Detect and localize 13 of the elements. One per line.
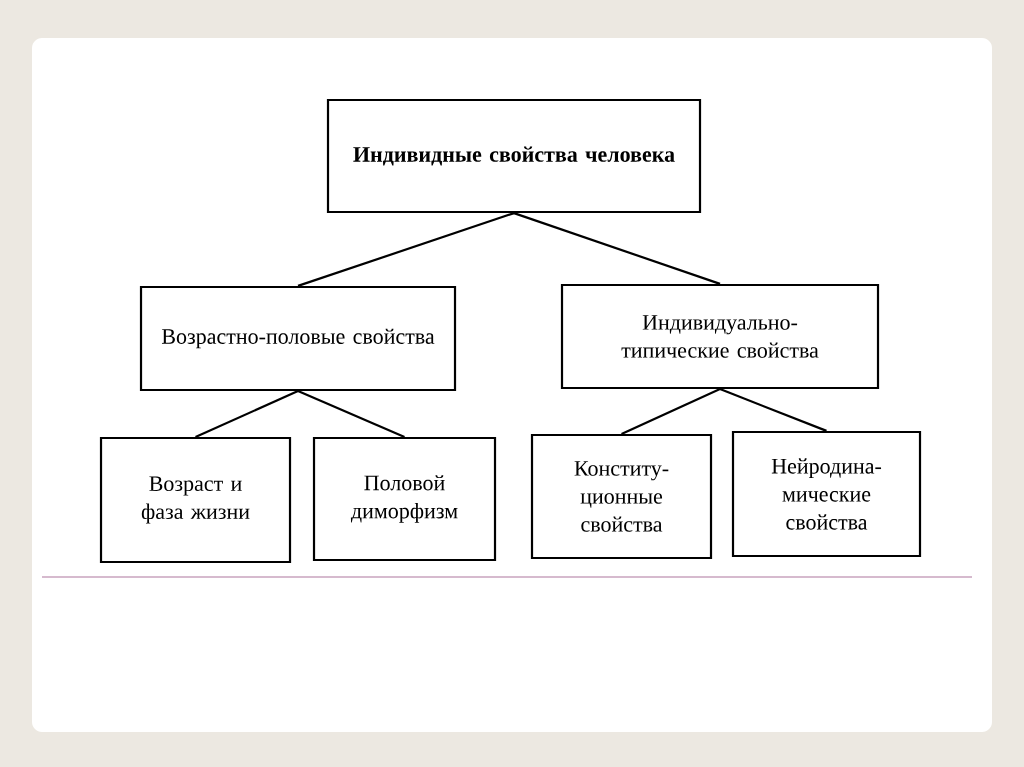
category-box: Конститу- ционные свойства: [530, 433, 713, 560]
category-box: Возраст и фаза жизни: [99, 436, 292, 564]
category-box: Возрастно-половые свойства: [139, 285, 457, 392]
connector-line: [195, 390, 299, 438]
category-box: Индивидные свойства человека: [326, 98, 702, 214]
connector-line: [621, 388, 721, 435]
category-box: Половой диморфизм: [312, 436, 497, 562]
category-box: Нейродина- мические свойства: [731, 430, 922, 558]
connector-line: [719, 388, 827, 432]
category-box: Индивидуально- типические свойства: [560, 283, 880, 390]
connector-line: [297, 212, 515, 287]
connector-line: [297, 390, 405, 438]
connector-line: [513, 212, 721, 285]
